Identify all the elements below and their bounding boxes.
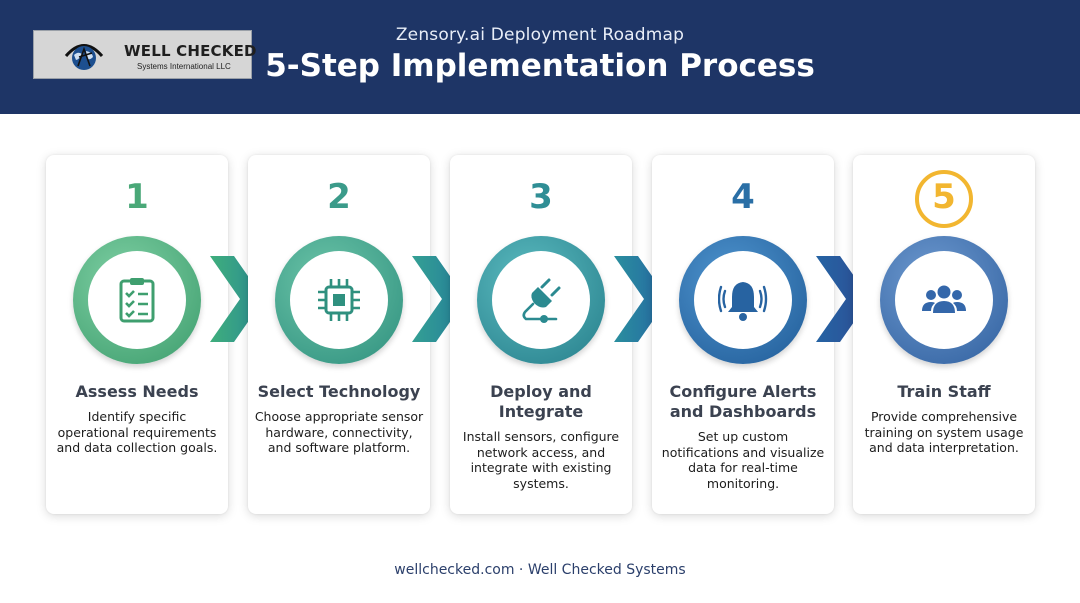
step-card-3: 3 Deploy and Integrate Install sensors, … (450, 155, 632, 514)
step-icon-ring (679, 236, 807, 364)
page-title: 5-Step Implementation Process (265, 48, 815, 84)
microchip-icon (318, 279, 360, 321)
step-title: Select Technology (257, 382, 421, 401)
step-description: Choose appropriate sensor hardware, conn… (254, 409, 424, 455)
step-icon-ring (73, 236, 201, 364)
logo-name: WELL CHECKED (124, 42, 257, 60)
clipboard-checklist-icon (119, 278, 155, 323)
logo-tagline: Systems International LLC (137, 62, 231, 71)
plug-icon (522, 278, 561, 323)
step-number: 4 (731, 177, 755, 217)
step-title: Configure Alerts and Dashboards (669, 382, 817, 421)
step-card-5: 5 Train Staff Provide comprehensive trai… (853, 155, 1035, 514)
step-icon-ring (477, 236, 605, 364)
step-card-2: 2 Select Technology Choose appropriate s… (248, 155, 430, 514)
step-description: Set up custom notifications and visualiz… (661, 429, 825, 491)
step-card-4: 4 Configure Alerts and Dashboards Set up… (652, 155, 834, 514)
step-number: 3 (529, 177, 553, 217)
step-description: Install sensors, configure network acces… (462, 429, 620, 491)
step-number: 1 (125, 177, 149, 217)
step-description: Provide comprehensive training on system… (864, 409, 1024, 455)
bell-alert-icon (718, 282, 768, 321)
users-group-icon (922, 285, 966, 313)
step-number: 5 (932, 177, 956, 217)
step-icon-ring (275, 236, 403, 364)
step-title: Train Staff (897, 382, 991, 401)
globe-pumpjack-icon (64, 44, 104, 70)
step-number-highlight (915, 170, 973, 228)
step-title: Deploy and Integrate (490, 382, 592, 421)
page-subtitle: Zensory.ai Deployment Roadmap (395, 25, 685, 45)
footer-text: wellchecked.com · Well Checked Systems (394, 562, 686, 578)
header-banner: WELL CHECKED Systems International LLC Z… (0, 0, 1080, 114)
company-logo: WELL CHECKED Systems International LLC (33, 30, 256, 79)
step-number: 2 (327, 177, 351, 217)
step-icon-ring (880, 236, 1008, 364)
step-title: Assess Needs (75, 382, 199, 401)
step-card-1: 1 Assess Needs Identify specific operati… (46, 155, 228, 514)
step-description: Identify specific operational requiremen… (56, 409, 218, 455)
